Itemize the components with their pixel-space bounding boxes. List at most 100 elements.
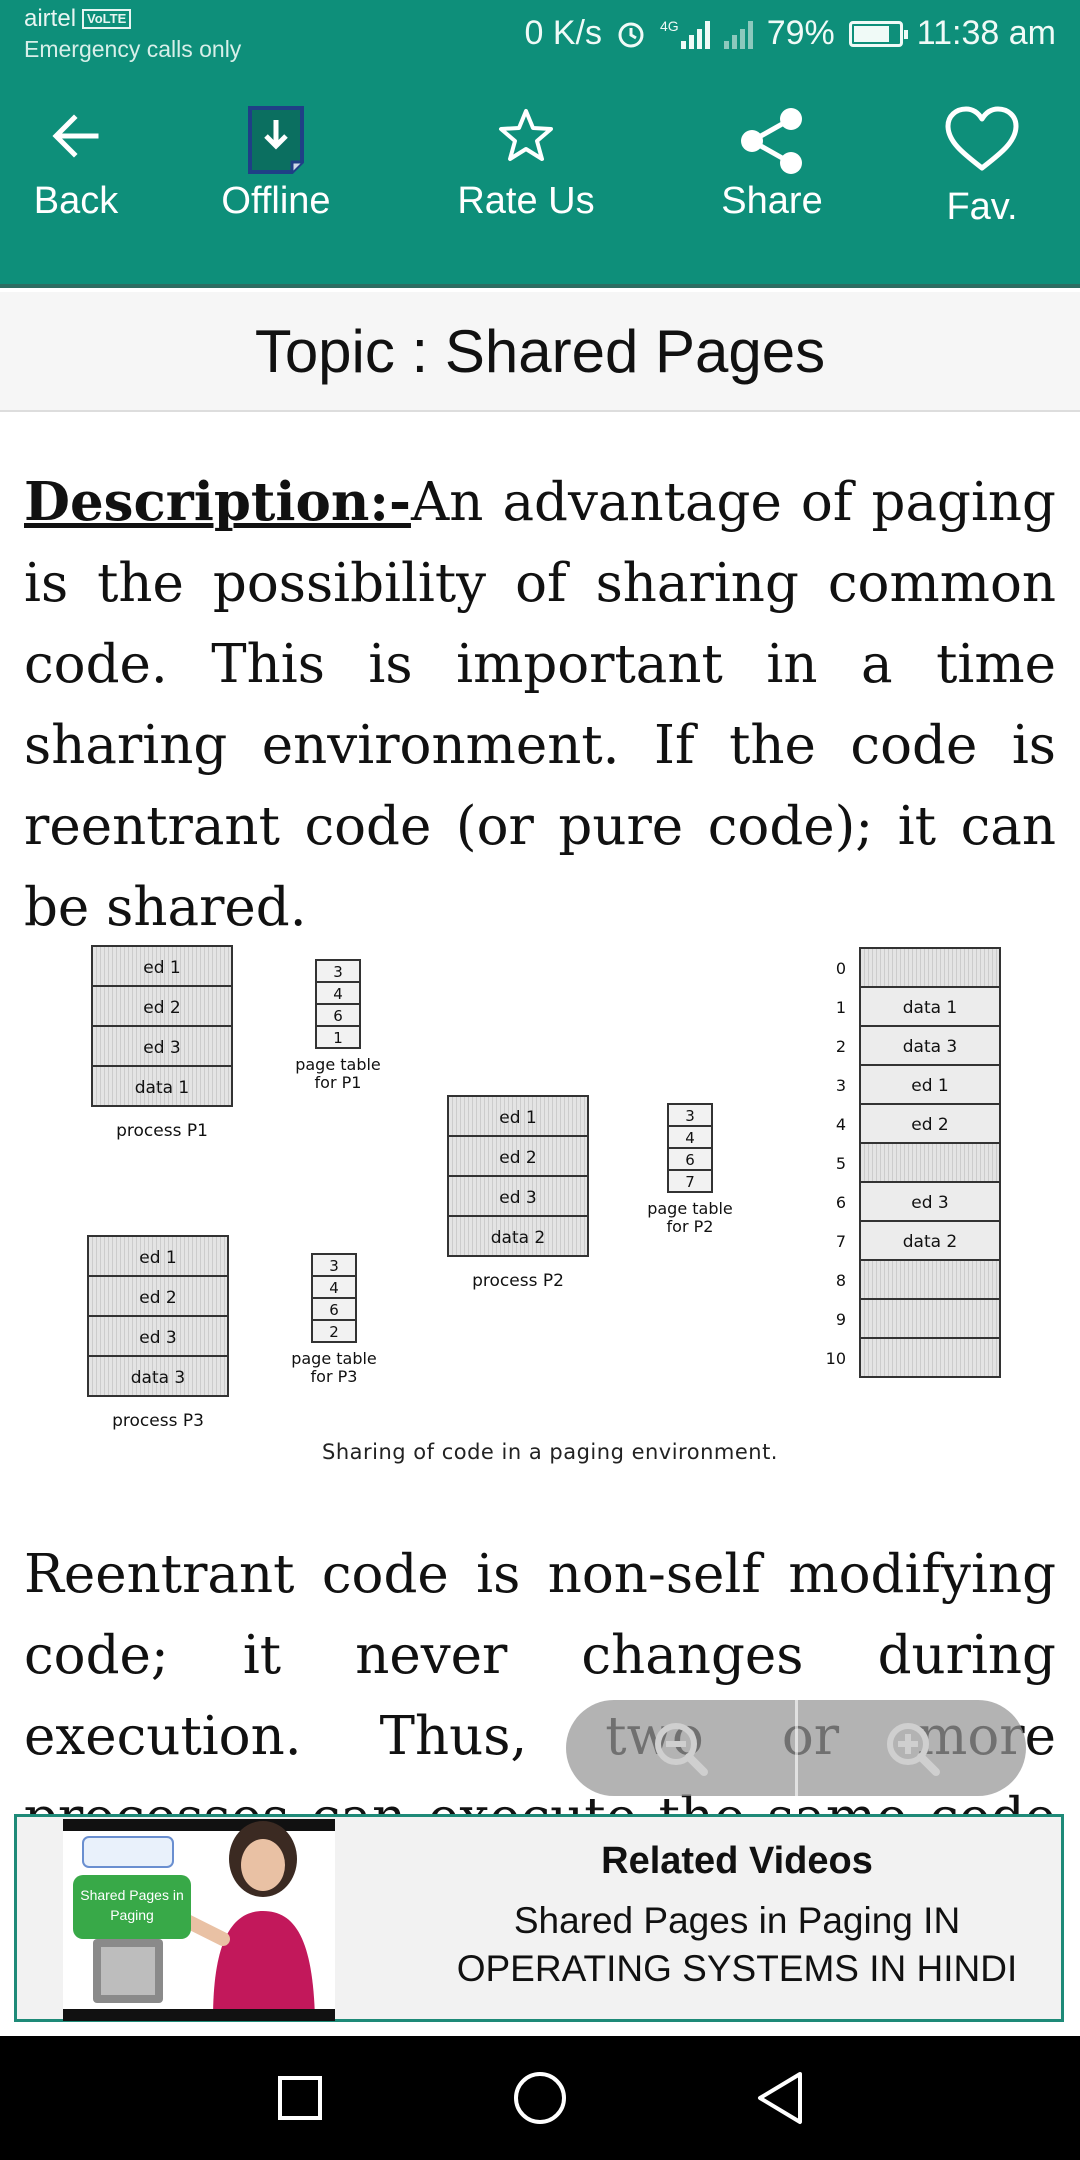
page-table-label: for P2: [667, 1217, 714, 1236]
download-file-icon: [248, 106, 304, 174]
process-page-label: data 3: [131, 1368, 186, 1388]
battery-icon: [848, 20, 908, 47]
related-video-title: Shared Pages in Paging IN OPERATING SYST…: [456, 1900, 1018, 1989]
frame-number: 0: [836, 959, 846, 978]
share-button[interactable]: Share: [682, 106, 862, 223]
page-table-entry: 3: [333, 963, 343, 981]
frame-number: 1: [836, 998, 846, 1017]
circle-icon: [514, 2072, 566, 2124]
alarm-icon: [618, 22, 644, 47]
page-table-cell: [315, 1025, 361, 1049]
process-page-cell: [447, 1135, 589, 1177]
figure-caption: Sharing of code in a paging environment.: [322, 1440, 778, 1464]
frame-number: 7: [836, 1232, 846, 1251]
zoom-in-icon: [886, 1723, 940, 1776]
frame-number: 9: [836, 1310, 846, 1329]
related-videos-card[interactable]: Shared Pages in Paging Related Videos Sh…: [14, 1814, 1064, 2022]
rate-us-button[interactable]: Rate Us: [436, 106, 616, 223]
paging-diagram-svg: ed 1 ed 2 ed 3 data 1 process P1 ed 1 ed 2 ed 3…: [87, 945, 1001, 1431]
recents-button[interactable]: [260, 2062, 340, 2134]
page-table-entry: 4: [329, 1279, 339, 1297]
back-button[interactable]: Back: [0, 106, 166, 223]
related-heading: Related Videos: [601, 1840, 873, 1882]
video-thumbnail[interactable]: Shared Pages in Paging: [63, 1819, 335, 2021]
star-icon: [499, 109, 553, 161]
heart-icon: [945, 106, 1019, 171]
page-table-entry: 7: [685, 1173, 695, 1191]
frame-number: 2: [836, 1037, 846, 1056]
frame-number: 6: [836, 1193, 846, 1212]
process-label: process P3: [112, 1411, 204, 1431]
favorite-button[interactable]: Fav.: [892, 106, 1072, 229]
volte-badge: VoLTE: [82, 9, 132, 29]
memory-frame-label: data 3: [903, 1037, 958, 1057]
emergency-text: Emergency calls only: [24, 36, 242, 62]
page-table-entry: 1: [333, 1029, 343, 1047]
process-page-cell: [91, 1065, 233, 1107]
network-speed: 0 K/s: [524, 14, 602, 52]
topic-title: Topic : Shared Pages: [254, 317, 826, 385]
process-page-label: ed 2: [143, 998, 180, 1018]
status-bar: airtel VoLTE Emergency calls only 0 K/s …: [0, 0, 1080, 72]
frame-number: 8: [836, 1271, 846, 1290]
page-table-entry: 6: [685, 1151, 695, 1169]
toolbar: Back Offline Rate Us Share Fav.: [0, 72, 1080, 288]
memory-frame: [859, 1259, 1001, 1300]
page-table-label: for P1: [315, 1073, 362, 1092]
thumbnail-badge: Shared Pages in Paging: [73, 1875, 191, 1939]
memory-frame: [859, 1298, 1001, 1339]
process-page-label: ed 2: [499, 1148, 536, 1168]
article-content[interactable]: Description:-An advantage of paging is t…: [0, 414, 1080, 1814]
offline-button[interactable]: Offline: [186, 106, 366, 223]
related-text: Related Videos Shared Pages in Paging IN…: [437, 1835, 1037, 1993]
process-page-label: data 2: [491, 1228, 546, 1248]
zoom-out-button[interactable]: [566, 1700, 795, 1796]
carrier-name: airtel: [24, 5, 77, 32]
memory-frame: [859, 1064, 1001, 1105]
square-icon: [278, 2076, 322, 2120]
page-table-label: page table: [647, 1199, 733, 1218]
process-page-label: ed 3: [139, 1328, 176, 1348]
status-left: airtel VoLTE Emergency calls only: [24, 4, 241, 64]
navigation-bar: [0, 2036, 1080, 2160]
process-page-cell: [91, 945, 233, 987]
process-label: process P2: [472, 1271, 564, 1291]
memory-frame: [859, 947, 1001, 988]
page-table-label: page table: [291, 1349, 377, 1368]
network-type: 4G: [660, 17, 679, 34]
process-page-label: ed 3: [499, 1188, 536, 1208]
process-label: process P1: [116, 1121, 208, 1141]
process-page-cell: [87, 1355, 229, 1397]
page-table-entry: 4: [333, 985, 343, 1003]
share-label: Share: [721, 180, 823, 222]
page-table-cell: [667, 1169, 713, 1193]
page-table-entry: 3: [685, 1107, 695, 1125]
page-table-label: for P3: [311, 1367, 358, 1386]
battery-fill: [853, 25, 889, 42]
home-button[interactable]: [500, 2062, 580, 2134]
memory-frame: [859, 1220, 1001, 1261]
triangle-back-icon: [758, 2072, 802, 2124]
memory-frame-label: ed 1: [911, 1076, 948, 1096]
memory-frame-label: ed 3: [911, 1193, 948, 1213]
status-right: 0 K/s 4G 79% 11:38 am: [525, 14, 1056, 53]
process-page-label: ed 1: [499, 1108, 536, 1128]
paging-diagram: ed 1 ed 2 ed 3 data 1 process P1 ed 1 ed 2 ed 3…: [80, 924, 1020, 1484]
page-table-cell: [311, 1319, 357, 1343]
memory-frame-label: data 1: [903, 998, 958, 1018]
back-nav-button[interactable]: [740, 2062, 820, 2134]
description-label: Description:-: [24, 471, 411, 533]
frame-number: 10: [826, 1349, 846, 1368]
process-page-label: ed 2: [139, 1288, 176, 1308]
clock: 11:38 am: [916, 14, 1056, 52]
page-table-entry: 4: [685, 1129, 695, 1147]
frame-number: 5: [836, 1154, 846, 1173]
carrier-row: airtel VoLTE: [24, 4, 241, 34]
memory-frame-label: data 2: [903, 1232, 958, 1252]
zoom-in-button[interactable]: [794, 1700, 1027, 1796]
frame-number: 3: [836, 1076, 846, 1095]
memory-frame-label: ed 2: [911, 1115, 948, 1135]
zoom-controls: [566, 1700, 1026, 1796]
process-page-cell: [87, 1275, 229, 1317]
memory-frame: [859, 1142, 1001, 1183]
